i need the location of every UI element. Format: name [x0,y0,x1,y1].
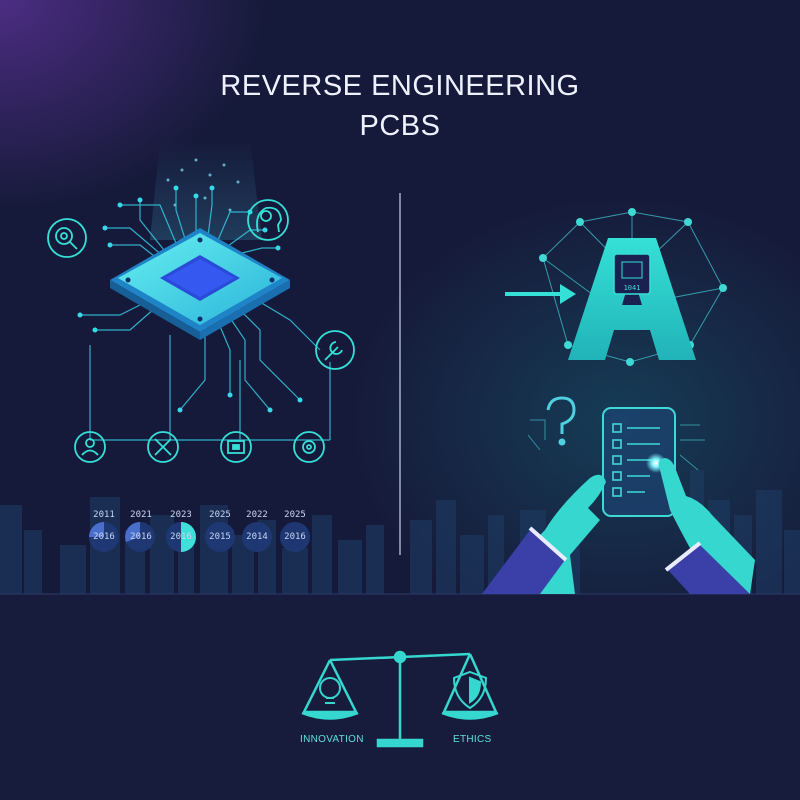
timeline-year-bottom: 2016 [93,532,115,542]
timeline-year-top: 2025 [284,510,306,520]
timeline-year-bottom: 2016 [284,532,306,542]
tools-icon [147,431,179,463]
question-mark-icon [546,396,576,446]
wrench-icon [315,330,355,370]
processor-chip [110,228,290,340]
gear-icon [293,431,325,463]
shield-icon [452,670,488,710]
balance-scale-icon [301,650,499,748]
data-beam [150,140,262,240]
magnifier-gear-icon [47,218,87,258]
timeline-badges [89,522,310,552]
page-title-line-1: REVERSE ENGINEERING [220,70,580,102]
arrow-icon [505,284,576,304]
lightbulb-icon [319,677,341,704]
timeline-year-top: 2025 [209,510,231,520]
timeline-year-top: 2011 [93,510,115,520]
circuit-board-icon [220,431,252,463]
letter-a-chip-icon: 1041 [568,238,696,360]
timeline-year-bottom: 2014 [246,532,268,542]
page-title-line-2: PCBS [359,110,441,142]
worker-icon [74,431,106,463]
brain-head-icon [247,199,289,241]
timeline-year-top: 2022 [246,510,268,520]
timeline-year-bottom: 2016 [130,532,152,542]
timeline-year-top: 2021 [130,510,152,520]
timeline-year-bottom: 2015 [209,532,231,542]
hands-icon [482,458,755,594]
timeline-year-top: 2023 [170,510,192,520]
chip-marking: 1041 [624,284,641,292]
circuit-lines-right [527,419,705,471]
innovation-label: INNOVATION [300,734,364,745]
checklist-tablet-icon [602,407,676,517]
timeline-year-bottom: 2016 [170,532,192,542]
ethics-label: ETHICS [453,734,492,745]
trace-endpoints [77,185,303,413]
